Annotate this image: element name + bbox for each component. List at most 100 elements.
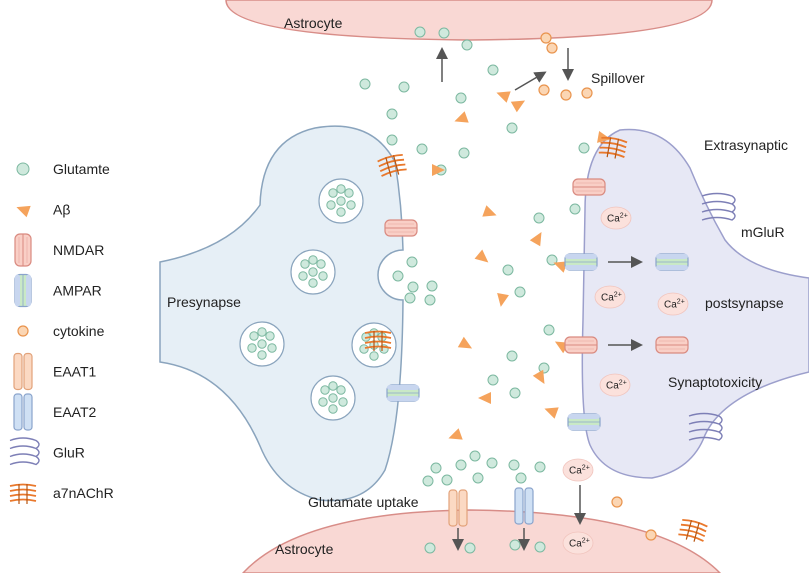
glutamate-icon bbox=[328, 404, 338, 414]
astrocyte-top-label: Astrocyte bbox=[284, 15, 343, 31]
glutamate-icon bbox=[506, 122, 518, 134]
legend-label: a7nAChR bbox=[53, 485, 114, 501]
glutamate-icon bbox=[407, 281, 419, 293]
spillover-label: Spillover bbox=[591, 70, 645, 86]
glutamate-icon bbox=[414, 26, 426, 38]
calcium-label: Ca2+ bbox=[606, 380, 627, 392]
legend-label: AMPAR bbox=[53, 283, 102, 299]
vesicles bbox=[239, 178, 397, 421]
cytokine-molecules bbox=[538, 32, 657, 541]
glur-icon bbox=[701, 192, 736, 221]
glutamate-icon bbox=[359, 78, 371, 90]
calcium-ion: Ca2+ bbox=[562, 531, 594, 555]
glutamate-icon bbox=[257, 327, 267, 337]
postsynapse-label: postsynapse bbox=[705, 295, 784, 311]
glutamate-icon bbox=[386, 134, 398, 146]
glutamate-icon bbox=[336, 184, 346, 194]
glur-icon bbox=[688, 412, 723, 441]
a7nachr-icon bbox=[9, 483, 37, 504]
cytokine-icon bbox=[645, 529, 657, 541]
glutamate-icon bbox=[430, 462, 442, 474]
glutamate-icon bbox=[265, 331, 275, 341]
cytokine-icon bbox=[546, 42, 558, 54]
glutamate-icon bbox=[509, 539, 521, 551]
glutamate-icon bbox=[508, 459, 520, 471]
glutamate-icon bbox=[487, 64, 499, 76]
cytokine-icon bbox=[540, 32, 552, 44]
glutamate-icon bbox=[546, 254, 558, 266]
legend-label: NMDAR bbox=[53, 242, 104, 258]
cytokine-icon bbox=[611, 496, 623, 508]
abeta-molecules bbox=[432, 91, 611, 440]
glutamate-icon bbox=[318, 397, 328, 407]
ampar-icon bbox=[567, 413, 601, 431]
ampar-icon bbox=[564, 253, 598, 271]
cytokine-icon bbox=[17, 325, 29, 337]
glutamate-icon bbox=[533, 212, 545, 224]
legend-label: Glutamte bbox=[53, 161, 110, 177]
glutamate-icon bbox=[16, 162, 30, 176]
abeta-icon bbox=[16, 205, 31, 218]
glutamate-icon bbox=[328, 188, 338, 198]
calcium-ion: Ca2+ bbox=[599, 373, 631, 397]
astrocyte-bottom: Astrocyte bbox=[241, 509, 722, 573]
nmdar-icon bbox=[384, 219, 418, 237]
glutamate-icon bbox=[346, 200, 356, 210]
astrocyte-top: Astrocyte bbox=[225, 0, 713, 41]
abeta-icon bbox=[553, 261, 568, 273]
glutamate-icon bbox=[487, 374, 499, 386]
glutamate-icon bbox=[249, 331, 259, 341]
abeta-icon bbox=[448, 428, 463, 440]
glutamate-icon bbox=[416, 143, 428, 155]
nmdar-icon bbox=[564, 336, 598, 354]
glutamate-icon bbox=[438, 27, 450, 39]
abeta-icon bbox=[454, 111, 469, 123]
glutamate-icon bbox=[404, 292, 416, 304]
abeta-icon bbox=[497, 293, 509, 307]
abeta-icon bbox=[510, 100, 526, 113]
receptors bbox=[364, 136, 736, 542]
glutamate-icon bbox=[257, 339, 267, 349]
synaptic-vesicle bbox=[290, 249, 336, 295]
glutamate-icon bbox=[534, 541, 546, 553]
glutamate-icon bbox=[514, 286, 526, 298]
legend-label: cytokine bbox=[53, 323, 105, 339]
eaat1-icon bbox=[13, 352, 33, 391]
glutamate-icon bbox=[406, 256, 418, 268]
glutamate-icon bbox=[344, 188, 354, 198]
glutamate-icon bbox=[336, 196, 346, 206]
synaptic-vesicle bbox=[318, 178, 364, 224]
presynapse-label: Presynapse bbox=[167, 294, 241, 310]
glutamate-icon bbox=[320, 385, 330, 395]
glutamate-icon bbox=[534, 461, 546, 473]
calcium-label: Ca2+ bbox=[607, 213, 628, 225]
glutamate-icon bbox=[461, 39, 473, 51]
nmdar-icon bbox=[655, 336, 689, 354]
abeta-icon bbox=[457, 336, 473, 349]
glutamate-icon bbox=[257, 350, 267, 360]
legend-item-a7nachr: a7nAChR bbox=[9, 483, 114, 504]
glutamate-icon bbox=[267, 343, 277, 353]
calcium-ion: Ca2+ bbox=[657, 292, 689, 316]
legend-item-eaat1: EAAT1 bbox=[13, 352, 97, 391]
glutamate-icon bbox=[578, 142, 590, 154]
abeta-icon bbox=[496, 91, 511, 103]
glutamate-icon bbox=[316, 259, 326, 269]
abeta-icon bbox=[474, 249, 489, 263]
a7nachr-icon bbox=[377, 153, 407, 177]
glutamate-icon bbox=[308, 267, 318, 277]
glutamate-icon bbox=[455, 92, 467, 104]
cytokine-icon bbox=[560, 89, 572, 101]
glutamate-icon bbox=[502, 264, 514, 276]
arrow-spillover-right bbox=[514, 71, 547, 91]
glutamate-icon bbox=[338, 397, 348, 407]
glutamate-icon bbox=[326, 200, 336, 210]
glutamate-icon bbox=[359, 344, 369, 354]
legend-item-glur: GluR bbox=[9, 437, 85, 466]
eaat2-icon bbox=[13, 393, 33, 431]
glutamate-icon bbox=[472, 472, 484, 484]
arrows bbox=[436, 47, 643, 551]
glutamate-icon bbox=[506, 350, 518, 362]
legend-item-glutamate: Glutamte bbox=[16, 161, 110, 177]
legend-label: Aβ bbox=[53, 202, 70, 218]
